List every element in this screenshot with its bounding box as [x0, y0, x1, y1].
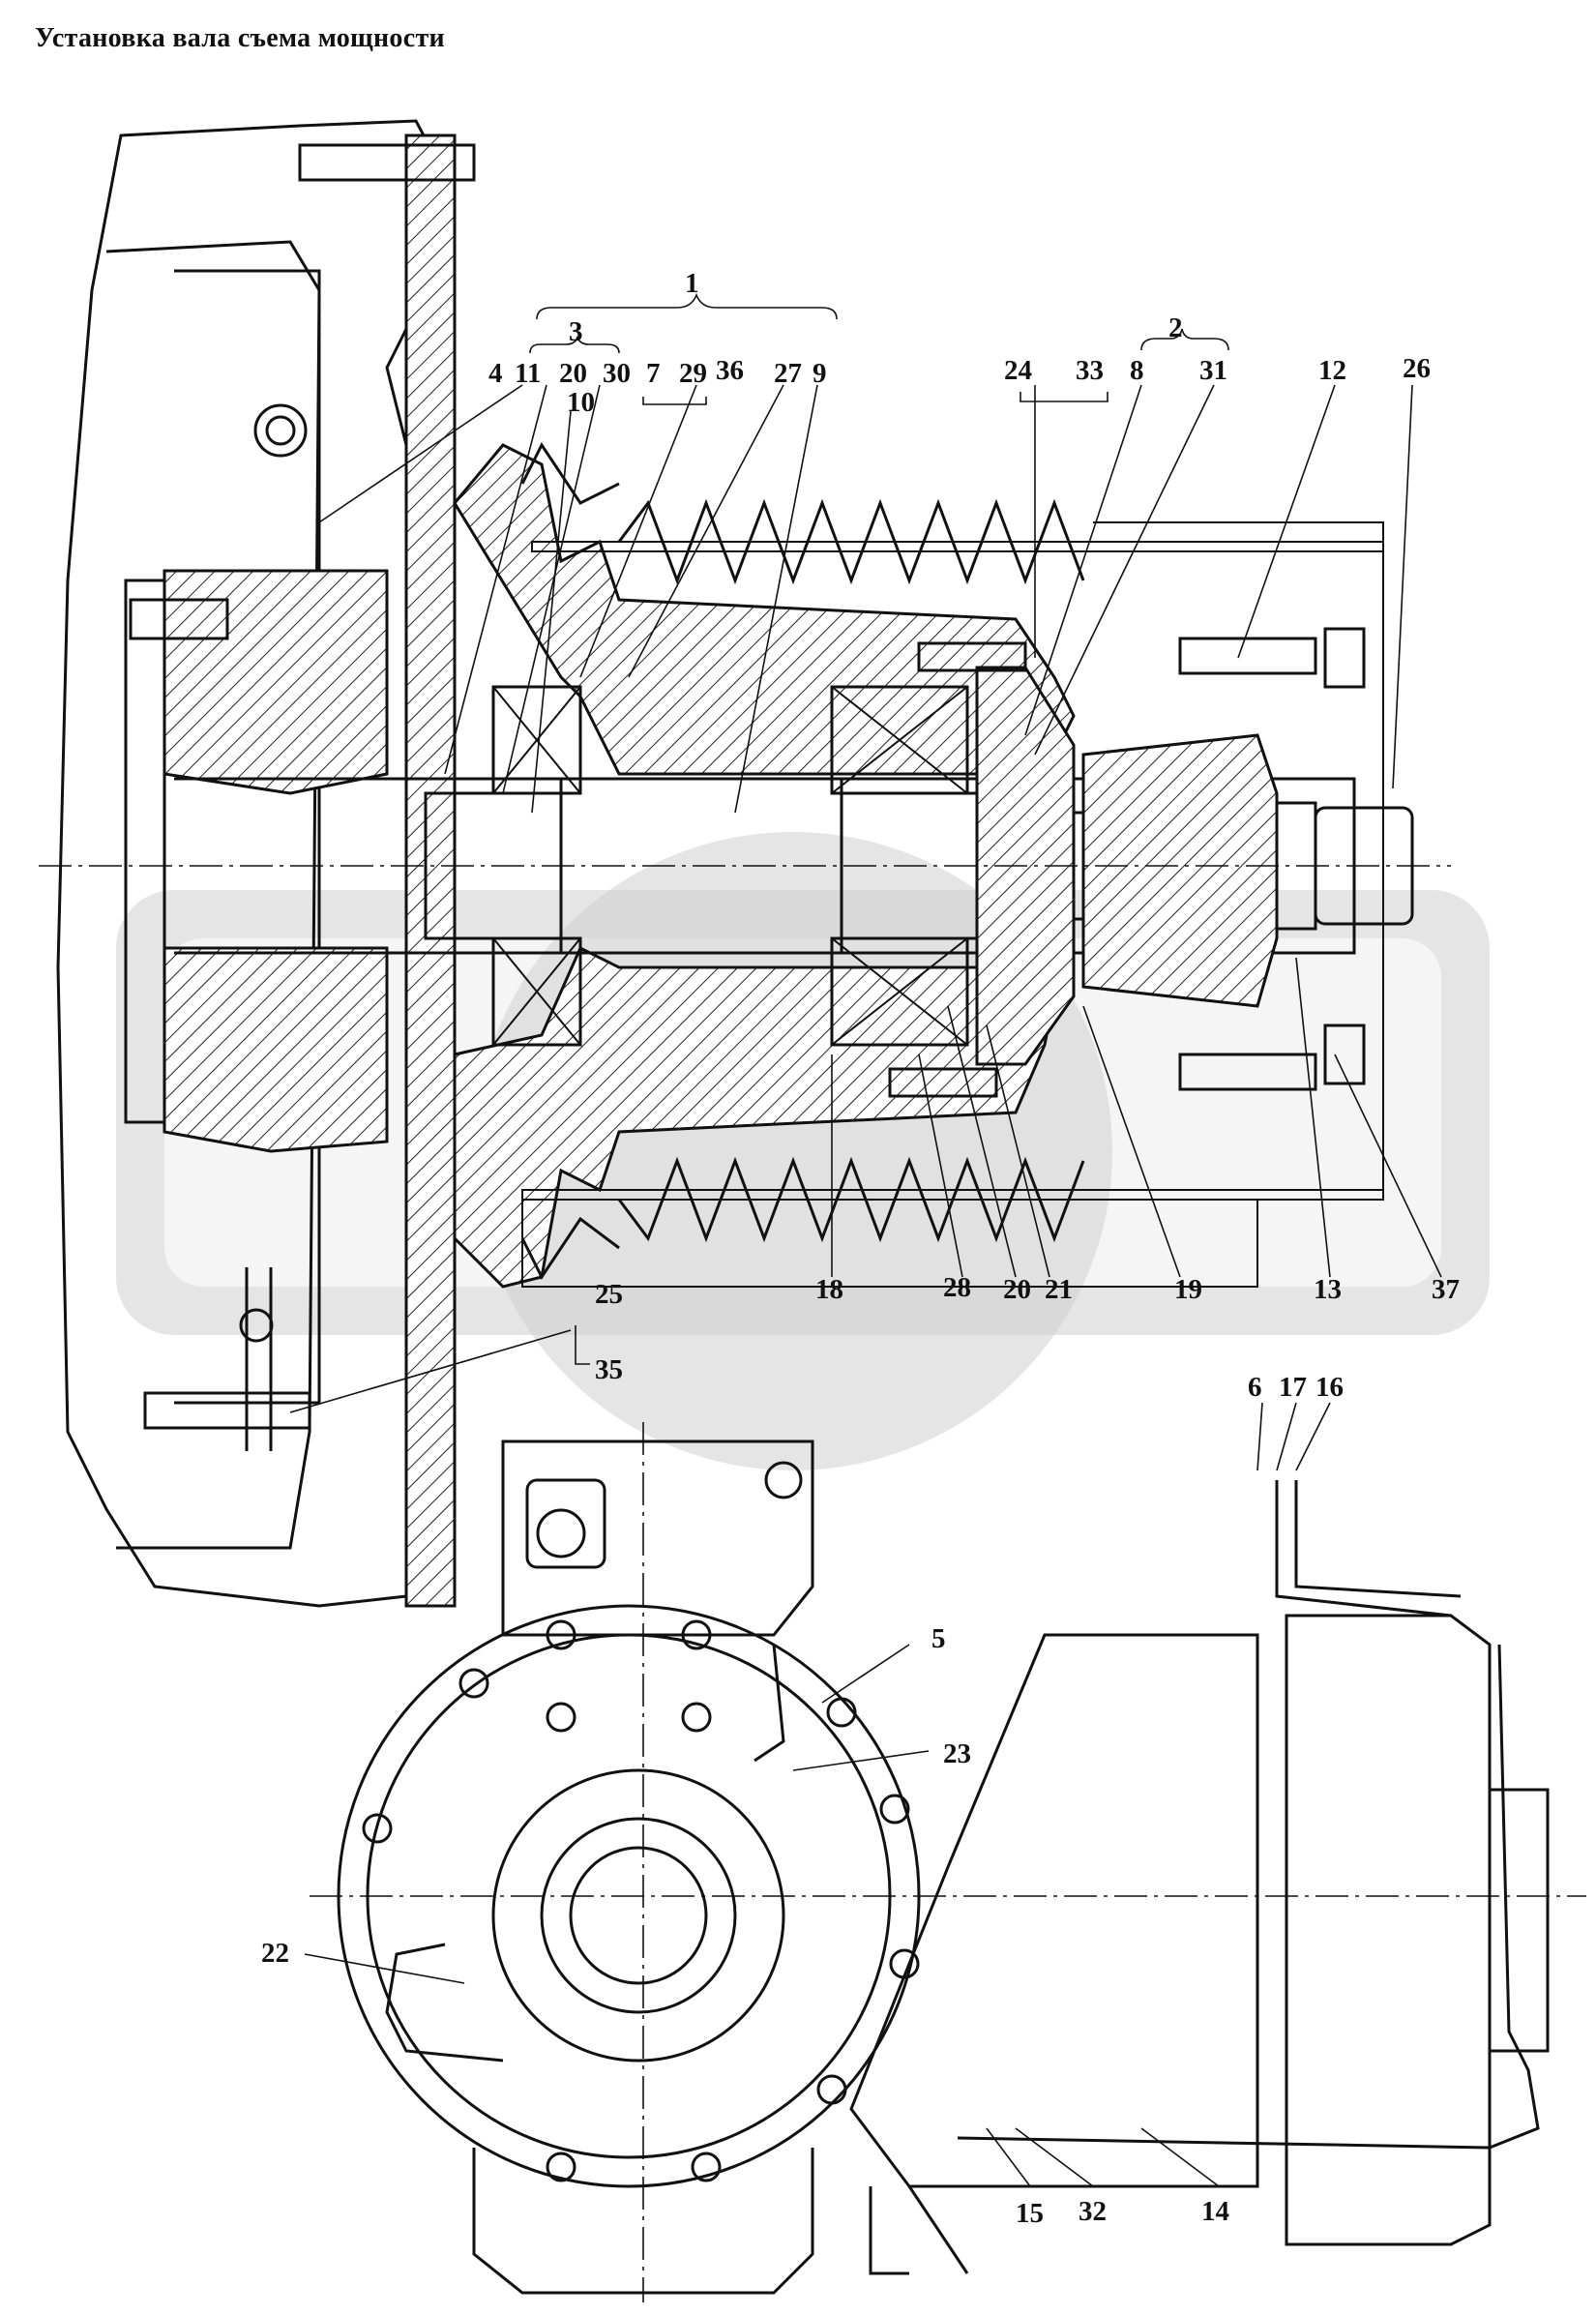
- callout-37: 37: [1432, 1274, 1460, 1305]
- callout-5: 5: [931, 1623, 946, 1654]
- end-view: [310, 1422, 1586, 2302]
- callout-8: 8: [1130, 355, 1144, 386]
- callout-1: 1: [685, 268, 699, 299]
- callout-2: 2: [1168, 312, 1183, 343]
- section-view: [39, 119, 1451, 1608]
- callout-22: 22: [261, 1938, 289, 1969]
- callout-10: 10: [567, 387, 595, 418]
- callout-28: 28: [943, 1272, 971, 1303]
- callout-12: 12: [1318, 355, 1346, 386]
- callout-29: 29: [679, 358, 707, 389]
- callout-20-bottom: 20: [1003, 1274, 1031, 1305]
- callout-19: 19: [1174, 1274, 1202, 1305]
- callout-35: 35: [595, 1354, 623, 1385]
- flange-bolts: [362, 1619, 920, 2182]
- callout-26: 26: [1403, 353, 1431, 384]
- callout-20-top: 20: [559, 358, 587, 389]
- callout-23: 23: [943, 1738, 971, 1769]
- callout-6: 6: [1248, 1372, 1262, 1403]
- callout-27: 27: [774, 358, 802, 389]
- callout-7: 7: [646, 358, 661, 389]
- callout-17: 17: [1279, 1372, 1307, 1403]
- callout-11: 11: [515, 358, 541, 389]
- callout-labels: 1 2 3 4 11 20 30 10 7 29 36 27 9 24 33 8…: [261, 268, 1460, 2229]
- leader-lines: [289, 384, 1442, 2187]
- callout-31: 31: [1199, 355, 1227, 386]
- callout-16: 16: [1315, 1372, 1344, 1403]
- callout-21: 21: [1045, 1274, 1073, 1305]
- bearing-left: [491, 685, 582, 1047]
- callout-3: 3: [569, 316, 583, 347]
- callout-25: 25: [595, 1279, 623, 1310]
- callout-24: 24: [1004, 355, 1032, 386]
- callout-33: 33: [1076, 355, 1104, 386]
- group-brackets: [529, 292, 1229, 1365]
- callout-32: 32: [1079, 2196, 1107, 2227]
- callout-4: 4: [488, 358, 503, 389]
- callout-36: 36: [716, 355, 744, 386]
- callout-18: 18: [815, 1274, 843, 1305]
- callout-13: 13: [1314, 1274, 1342, 1305]
- callout-15: 15: [1016, 2198, 1044, 2229]
- callout-30: 30: [603, 358, 631, 389]
- callout-14: 14: [1201, 2196, 1229, 2227]
- bearing-right: [830, 685, 969, 1047]
- page-title: Установка вала съема мощности: [35, 23, 445, 53]
- callout-9: 9: [813, 358, 827, 389]
